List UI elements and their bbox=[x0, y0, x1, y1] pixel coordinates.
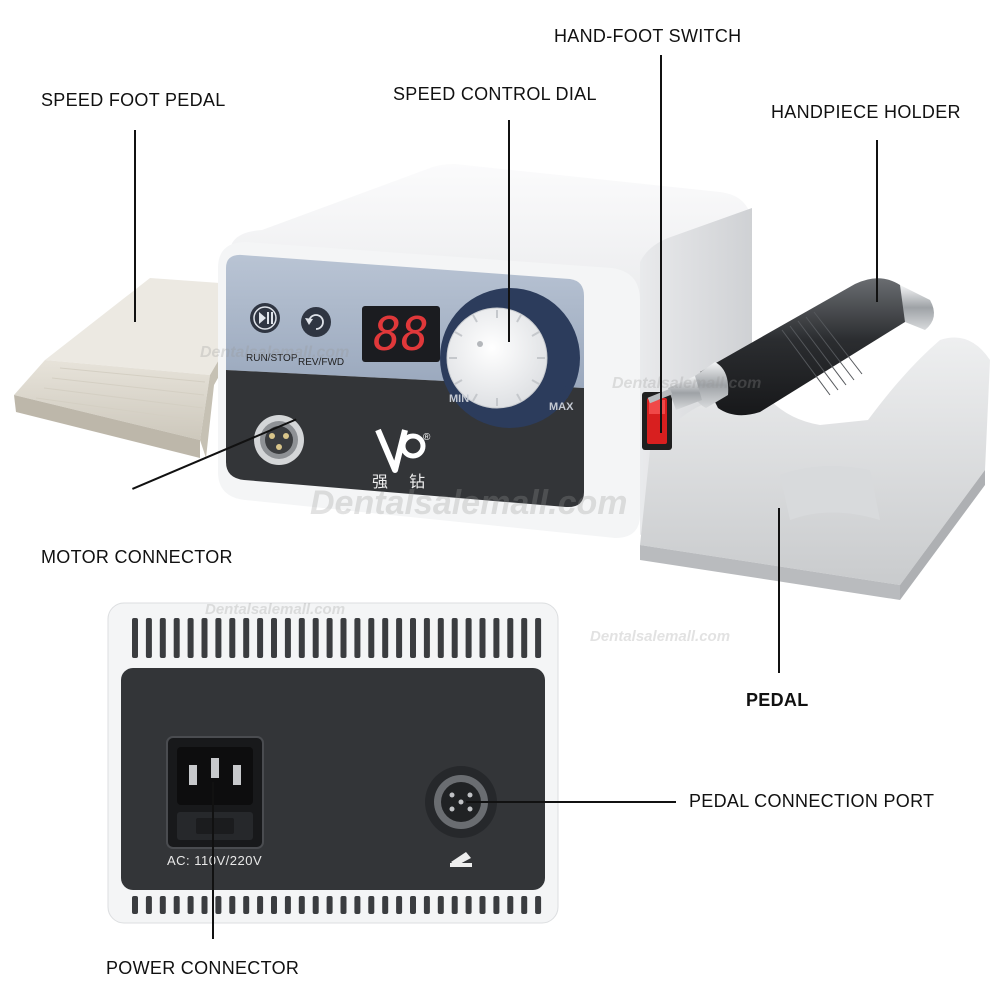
leader-pedal bbox=[778, 508, 780, 673]
leader-pedal-connection-port bbox=[466, 801, 676, 803]
watermark-2: Dentalsalemall.com bbox=[612, 375, 762, 392]
leader-hand-foot-switch bbox=[660, 55, 662, 433]
callout-motor-connector: MOTOR CONNECTOR bbox=[41, 547, 233, 567]
handpiece-holder bbox=[640, 337, 990, 600]
motor-connector bbox=[254, 415, 304, 465]
foot-pedal bbox=[14, 278, 262, 458]
leader-handpiece-holder bbox=[876, 140, 878, 302]
callout-power-connector: POWER CONNECTOR bbox=[106, 958, 300, 978]
speed-dial bbox=[440, 288, 580, 428]
watermark-5: Dentalsalemall.com bbox=[590, 628, 731, 645]
vent-slots bbox=[132, 618, 542, 658]
hand-foot-switch bbox=[642, 392, 672, 450]
watermark-1: Dentalsalemall.com bbox=[200, 344, 350, 361]
vent-slots-bottom bbox=[132, 896, 542, 914]
callout-pedal-connection-port: PEDAL CONNECTION PORT bbox=[689, 791, 935, 811]
handpiece bbox=[647, 278, 934, 416]
run-stop-label: RUN/STOP bbox=[246, 353, 298, 364]
callout-speed-control-dial: SPEED CONTROL DIAL bbox=[393, 84, 597, 104]
callout-speed-foot-pedal: SPEED FOOT PEDAL bbox=[41, 90, 226, 110]
pedal-icon bbox=[450, 852, 472, 867]
led-display bbox=[362, 306, 440, 362]
callout-hand-foot-switch: HAND-FOOT SWITCH bbox=[554, 26, 742, 46]
brand-logo bbox=[375, 428, 426, 473]
pedal-port bbox=[425, 766, 497, 838]
callout-pedal: PEDAL bbox=[746, 690, 809, 710]
run-stop-button bbox=[250, 303, 280, 333]
callout-handpiece-holder: HANDPIECE HOLDER bbox=[771, 102, 961, 122]
rev-fwd-label: REV/FWD bbox=[298, 357, 345, 368]
dial-max-label: MAX bbox=[549, 401, 574, 413]
watermark-3: Dentalsalemall.com bbox=[310, 484, 628, 522]
dial-min-label: MIN bbox=[449, 393, 470, 405]
brand-chinese-characters: 强 钻 bbox=[372, 472, 434, 491]
leader-power-connector bbox=[212, 782, 214, 939]
watermark-4: Dentalsalemall.com bbox=[205, 601, 346, 618]
power-rating-label: AC: 110V/220V bbox=[167, 853, 263, 868]
power-socket bbox=[166, 736, 264, 849]
leader-speed-control-dial bbox=[508, 120, 510, 342]
leader-speed-foot-pedal bbox=[134, 130, 136, 322]
led-display-value: 88 bbox=[373, 307, 429, 361]
brand-registered-mark: ® bbox=[423, 432, 431, 443]
rev-fwd-button bbox=[301, 307, 331, 337]
